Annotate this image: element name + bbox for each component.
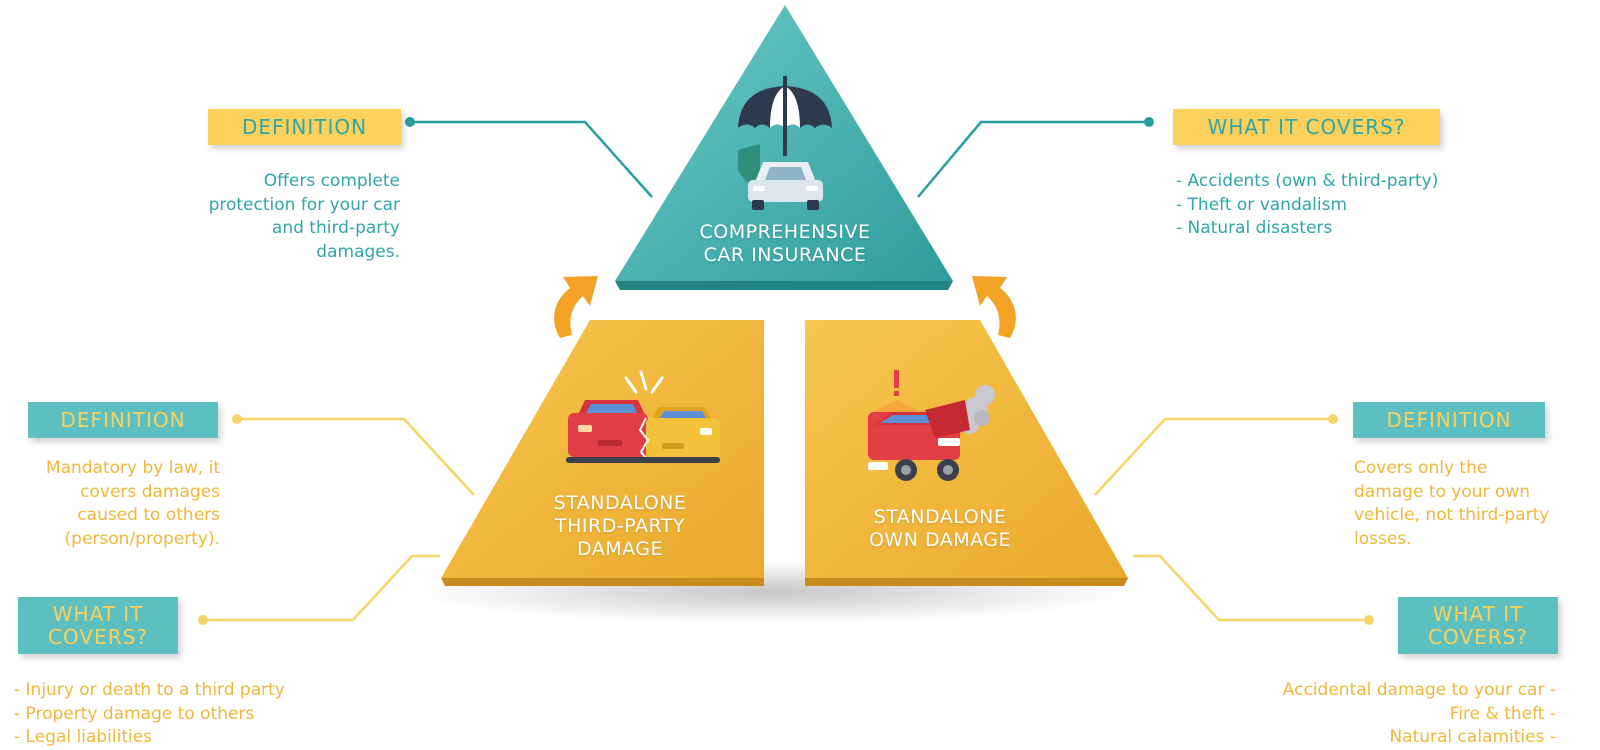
shield-icon [738, 144, 760, 190]
thirdparty-covers-tag: WHAT IT COVERS? [18, 597, 178, 654]
arrow-up-icon [972, 276, 1016, 338]
connector-dot [1144, 117, 1154, 127]
car-crash-icon [566, 370, 720, 463]
comprehensive-definition-text: Offers complete protection for your car … [208, 171, 400, 262]
comprehensive-covers-tag: WHAT IT COVERS? [1173, 109, 1440, 145]
arrow-up-icon [554, 276, 598, 338]
car-icon [868, 400, 970, 481]
owndamage-definition-text: Covers only the damage to your own vehic… [1354, 458, 1550, 549]
connectors [198, 117, 1374, 625]
owndamage-title: STANDALONE OWN DAMAGE [868, 506, 1012, 551]
car-icon [748, 162, 823, 210]
connector-comprehensive-covers [917, 120, 1149, 198]
connector-dot [1328, 414, 1338, 424]
connector-owndamage-definition [1094, 417, 1333, 496]
connector-thirdparty-covers [203, 554, 440, 622]
comprehensive-covers-list: - Accidents (own & third-party) - Theft … [1176, 171, 1439, 238]
umbrella-icon [738, 76, 832, 156]
owndamage-definition-tag: DEFINITION [1353, 402, 1545, 438]
warning-icon [872, 370, 922, 412]
thirdparty-covers-list: - Injury or death to a third party - Pro… [14, 680, 285, 747]
connector-dot [198, 615, 208, 625]
connector-dot [1364, 615, 1374, 625]
connector-dot [405, 117, 415, 127]
owndamage-covers-list: Accidental damage to your car - Fire & t… [1282, 680, 1556, 747]
owndamage-covers-tag: WHAT IT COVERS? [1398, 597, 1558, 654]
connector-dot [232, 414, 242, 424]
thirdparty-definition-text: Mandatory by law, it covers damages caus… [45, 458, 220, 549]
thirdparty-definition-tag: DEFINITION [28, 402, 218, 438]
thirdparty-title: STANDALONE THIRD-PARTY DAMAGE [553, 492, 687, 560]
connector-comprehensive-definition [410, 120, 653, 198]
comprehensive-definition-tag: DEFINITION [208, 109, 401, 145]
owndamage-block [805, 320, 1128, 586]
connector-thirdparty-definition [237, 417, 475, 496]
comprehensive-title: COMPREHENSIVE CAR INSURANCE [699, 221, 871, 266]
connector-owndamage-covers [1133, 554, 1369, 622]
